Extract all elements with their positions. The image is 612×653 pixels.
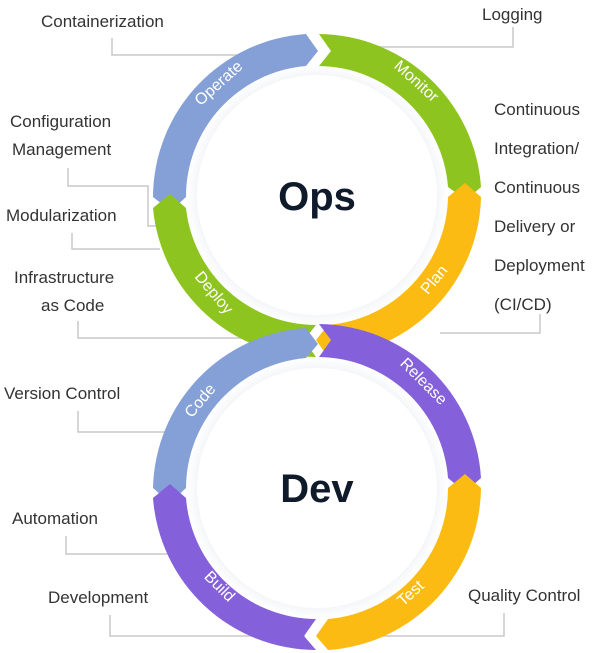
build-segment bbox=[153, 484, 316, 650]
cicd-label: Continuous Integration/ Continuous Deliv… bbox=[494, 100, 589, 314]
infrastructure-as-code-label: Infrastructure as Code bbox=[14, 268, 119, 315]
ops-title: Ops bbox=[278, 175, 356, 219]
logging-label: Logging bbox=[482, 5, 543, 24]
connector-lines bbox=[65, 27, 541, 637]
automation-label: Automation bbox=[12, 509, 98, 528]
version-control-label: Version Control bbox=[4, 384, 120, 403]
configuration-management-label: Configuration Management bbox=[10, 112, 116, 159]
dev-ring bbox=[153, 324, 481, 650]
modularization-label: Modularization bbox=[6, 206, 117, 225]
quality-control-label: Quality Control bbox=[468, 586, 580, 605]
containerization-label: Containerization bbox=[41, 12, 164, 31]
operate-segment bbox=[153, 34, 318, 211]
development-label: Development bbox=[48, 588, 148, 607]
test-segment bbox=[316, 474, 481, 650]
dev-title: Dev bbox=[280, 467, 354, 511]
